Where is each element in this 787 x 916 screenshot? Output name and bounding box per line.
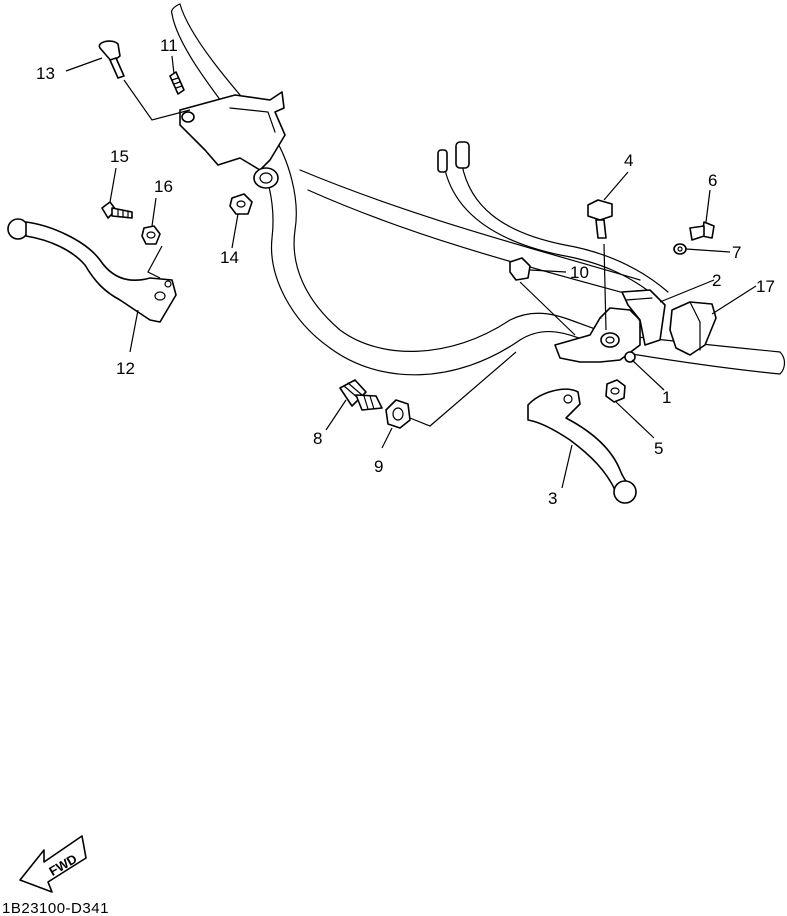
callout-8: 8 — [313, 429, 322, 448]
callout-17: 17 — [756, 277, 775, 296]
part-4-bolt — [587, 199, 613, 239]
callout-12: 12 — [116, 359, 135, 378]
callout-4: 4 — [624, 151, 633, 170]
callout-2: 2 — [712, 271, 721, 290]
part-5-nut — [605, 379, 626, 403]
wire-harness — [437, 141, 669, 301]
callout-3: 3 — [548, 489, 557, 508]
part-6-bolt — [689, 221, 715, 241]
callout-14: 14 — [220, 248, 239, 267]
part-16-nut — [141, 225, 161, 245]
fwd-arrow-icon — [19, 835, 87, 893]
part-12-left-lever — [7, 218, 177, 323]
callout-11: 11 — [160, 36, 178, 55]
right-lever-holder — [554, 307, 641, 363]
part-10-fitting — [509, 257, 531, 281]
callout-9: 9 — [374, 457, 383, 476]
part-13-bolt — [98, 40, 125, 79]
part-11-screw — [169, 71, 185, 95]
callout-5: 5 — [654, 439, 663, 458]
drawing-code: 1B23100-D341 — [2, 900, 109, 916]
part-14-nut — [229, 193, 253, 215]
callout-16: 16 — [154, 177, 173, 196]
part-3-right-lever — [527, 388, 637, 504]
cylinder-port — [253, 167, 279, 189]
part-15-bolt — [101, 201, 133, 219]
callout-15: 15 — [110, 147, 129, 166]
part-9-nut — [385, 399, 411, 429]
part-2-clamp — [621, 289, 666, 346]
part-8-adjuster — [339, 379, 383, 411]
connector-right — [455, 141, 470, 169]
callout-7: 7 — [732, 243, 741, 262]
callout-1: 1 — [662, 388, 671, 407]
callout-labels: 1 2 3 4 5 6 7 8 9 10 11 12 13 14 15 16 1… — [36, 36, 775, 508]
callout-13: 13 — [36, 64, 55, 83]
part-17-clamp — [669, 301, 717, 356]
connector-left — [437, 149, 448, 173]
callout-10: 10 — [570, 263, 589, 282]
callout-6: 6 — [708, 171, 717, 190]
master-cylinder — [179, 91, 286, 189]
leader-lines — [65, 55, 757, 489]
fwd-arrow-badge: FWD — [19, 835, 87, 893]
part-7-washer — [673, 243, 687, 255]
